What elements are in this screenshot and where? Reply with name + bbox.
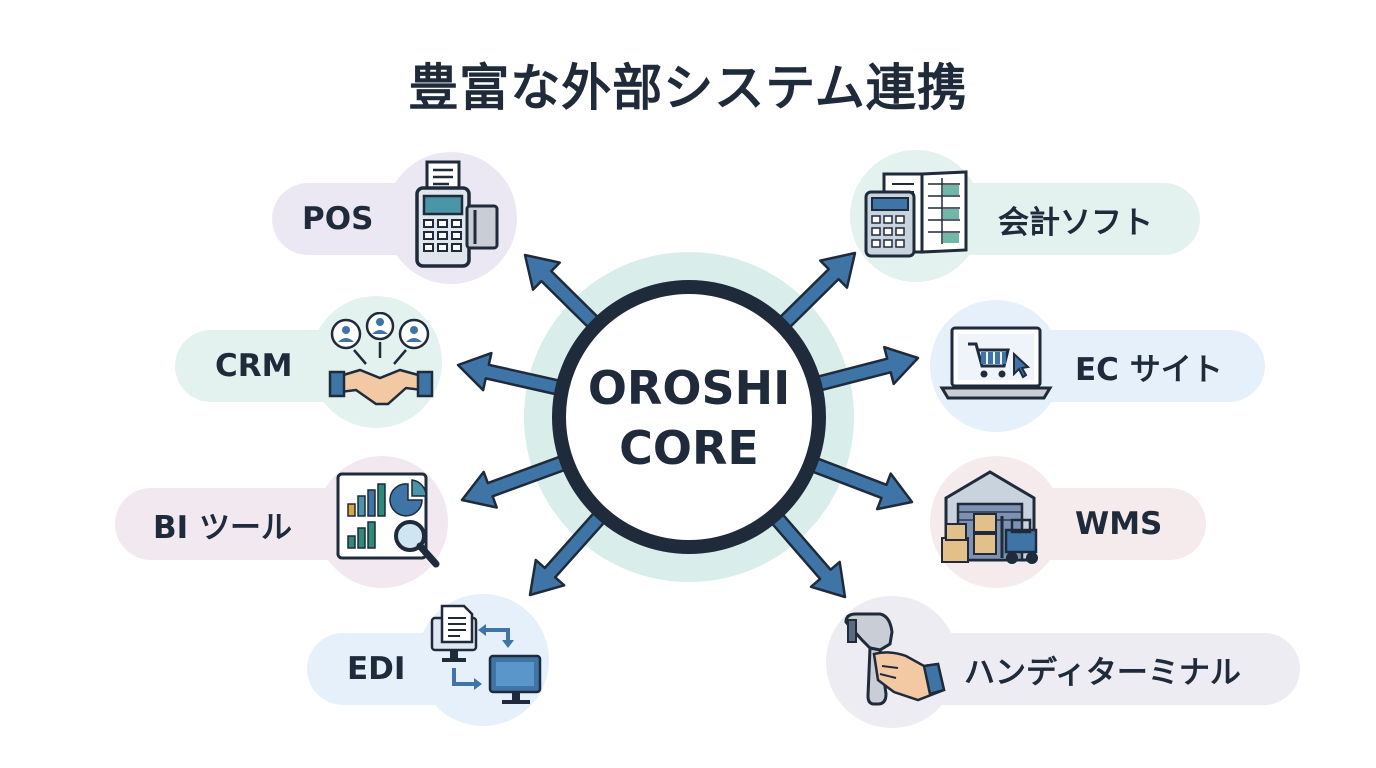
page-title: 豊富な外部システム連携 — [408, 59, 968, 117]
analytics-chart-icon — [336, 472, 440, 568]
pos-terminal-icon — [415, 160, 499, 268]
data-exchange-icon — [430, 604, 542, 704]
barcode-scanner-icon — [844, 612, 946, 706]
ecommerce-laptop-icon — [939, 326, 1053, 400]
pill-label-wms: WMS — [1075, 506, 1163, 542]
core-label: OROSHI CORE — [559, 358, 819, 478]
calculator-ledger-icon — [864, 170, 968, 258]
pill-label-ec-site: EC サイト — [1075, 351, 1223, 388]
core-label-line2: CORE — [619, 421, 759, 475]
core-circle — [552, 280, 826, 554]
pill-label-accounting-software: 会計ソフト — [998, 204, 1153, 241]
pill-label-edi: EDI — [347, 651, 406, 687]
pill-label-crm: CRM — [215, 348, 293, 384]
pill-label-bi-tool: BI ツール — [153, 509, 292, 546]
warehouse-forklift-icon — [941, 470, 1038, 564]
pill-label-pos: POS — [302, 201, 374, 237]
pill-label-handy-terminal: ハンディターミナル — [964, 654, 1241, 691]
core-label-line1: OROSHI — [587, 361, 791, 415]
handshake-people-icon — [328, 312, 434, 406]
